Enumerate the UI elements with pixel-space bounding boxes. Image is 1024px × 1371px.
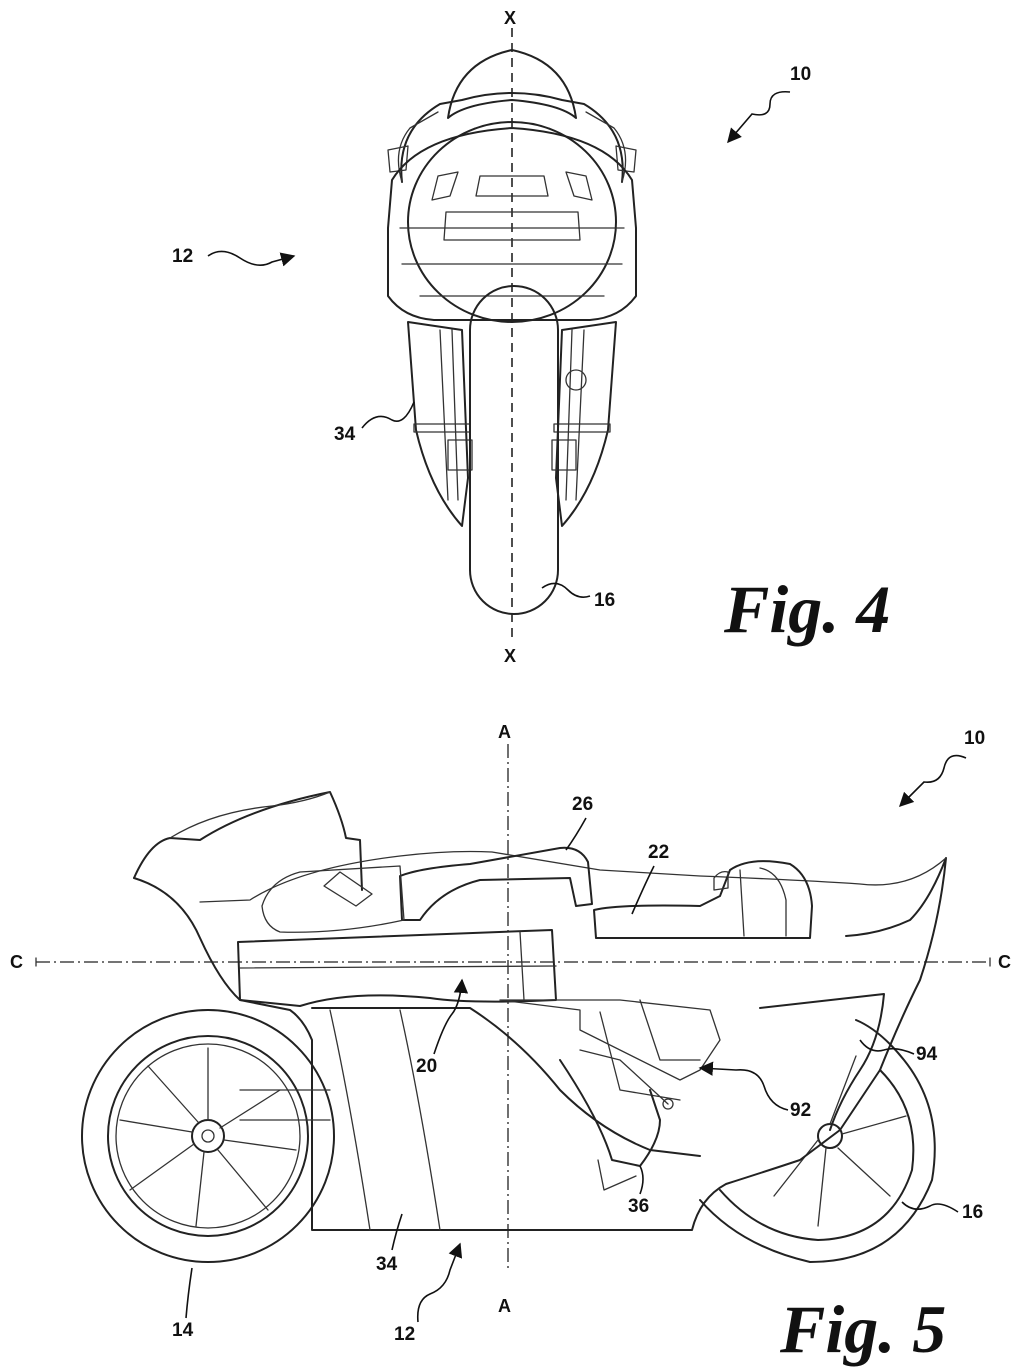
fairing-panel	[443, 211, 581, 241]
suspension-pivot	[662, 1098, 674, 1110]
fig5-ref-26: 26	[572, 794, 593, 815]
left-lower-fairing-34	[407, 321, 469, 527]
headlight-housing	[407, 121, 617, 323]
seat-22	[593, 860, 813, 939]
fig5-leader-10	[898, 754, 967, 808]
front-upper-fairing	[133, 791, 363, 891]
front-wheel-16	[469, 285, 559, 615]
fig5-section-c-right: C	[998, 952, 1011, 972]
fig5-leader-92	[698, 1061, 789, 1111]
lower-body-34	[311, 1007, 701, 1157]
fig5-ref-14: 14	[172, 1320, 194, 1341]
fig4-leader-16	[541, 582, 591, 598]
fig-4-title: Fig. 4	[723, 571, 890, 647]
fig4-ref-16: 16	[594, 590, 615, 611]
fig4-leader-34	[361, 401, 415, 429]
fig5-ref-94: 94	[916, 1044, 938, 1065]
fig5-section-a-bottom: A	[498, 1296, 511, 1316]
steering-unit-26	[399, 846, 593, 921]
fig5-section-c-left: C	[10, 952, 23, 972]
main-body-shell	[133, 857, 947, 1231]
fig5-leader-26	[565, 817, 587, 851]
body-upper-edge	[199, 850, 947, 903]
fairing-panel-lower	[399, 227, 625, 297]
fig5-leader-36	[639, 1165, 644, 1195]
windscreen	[447, 49, 577, 119]
fig4-leader-10	[727, 90, 791, 144]
cockpit-control	[323, 871, 373, 907]
suspension-cover-94	[759, 993, 885, 1131]
suspension-linkage	[579, 999, 701, 1105]
suspension-92	[499, 999, 721, 1081]
fig5-ref-20: 20	[416, 1056, 437, 1077]
seat-detail	[713, 867, 787, 937]
fig5-ref-22: 22	[648, 842, 669, 863]
fig5-ref-92: 92	[790, 1100, 811, 1121]
right-lower-fairing	[555, 321, 617, 527]
rear-swingarm	[239, 1089, 331, 1121]
fig5-leader-12	[416, 1242, 463, 1323]
fig5-leader-16	[901, 1201, 959, 1213]
fork-part-36	[559, 1059, 661, 1167]
rear-wheel-14	[81, 1009, 335, 1263]
air-intake	[475, 175, 549, 197]
fig5-leader-20	[433, 978, 469, 1055]
lower-body-contour	[329, 1009, 441, 1231]
fig4-ref-34: 34	[334, 424, 356, 445]
upper-fairing	[400, 92, 624, 183]
cockpit-opening	[261, 865, 405, 933]
fig5-ref-36: 36	[628, 1196, 649, 1217]
fig4-ref-12: 12	[172, 246, 193, 267]
fig4-axis-label-top: X	[504, 8, 516, 28]
fig5-ref-16: 16	[962, 1202, 983, 1223]
fork-right	[565, 329, 585, 501]
fig4-axis-label-bottom: X	[504, 646, 516, 666]
fig4-ref-10: 10	[790, 64, 811, 85]
fig-4-front-view	[387, 28, 637, 640]
fig5-leader-14	[185, 1267, 193, 1319]
fig5-ref-34: 34	[376, 1254, 398, 1275]
fork-part-36-detail	[597, 1159, 637, 1191]
right-mirror	[585, 111, 627, 183]
front-fairing-body	[387, 127, 637, 321]
windscreen-side	[169, 791, 331, 839]
frame-inner	[239, 931, 557, 1001]
front-wheel-16-side	[699, 1019, 936, 1263]
brake-calipers	[447, 439, 577, 471]
fig-5-side-view	[35, 744, 991, 1268]
right-handle	[615, 145, 637, 173]
fig5-leader-22	[631, 865, 655, 915]
left-headlight	[431, 171, 459, 201]
fig5-leader-34	[391, 1213, 403, 1251]
fig5-section-a-top: A	[498, 722, 511, 742]
fork-left	[439, 329, 459, 501]
right-headlight	[565, 171, 593, 201]
left-mirror	[397, 111, 439, 183]
left-handle	[387, 145, 409, 173]
fig5-leader-94	[859, 1039, 915, 1055]
fig4-leader-12	[207, 250, 296, 267]
fig5-ref-12: 12	[394, 1324, 415, 1345]
fig-5-title: Fig. 5	[779, 1291, 946, 1367]
right-suspension-part	[565, 369, 587, 391]
central-frame-20	[237, 929, 557, 1007]
fig5-ref-10: 10	[964, 728, 985, 749]
